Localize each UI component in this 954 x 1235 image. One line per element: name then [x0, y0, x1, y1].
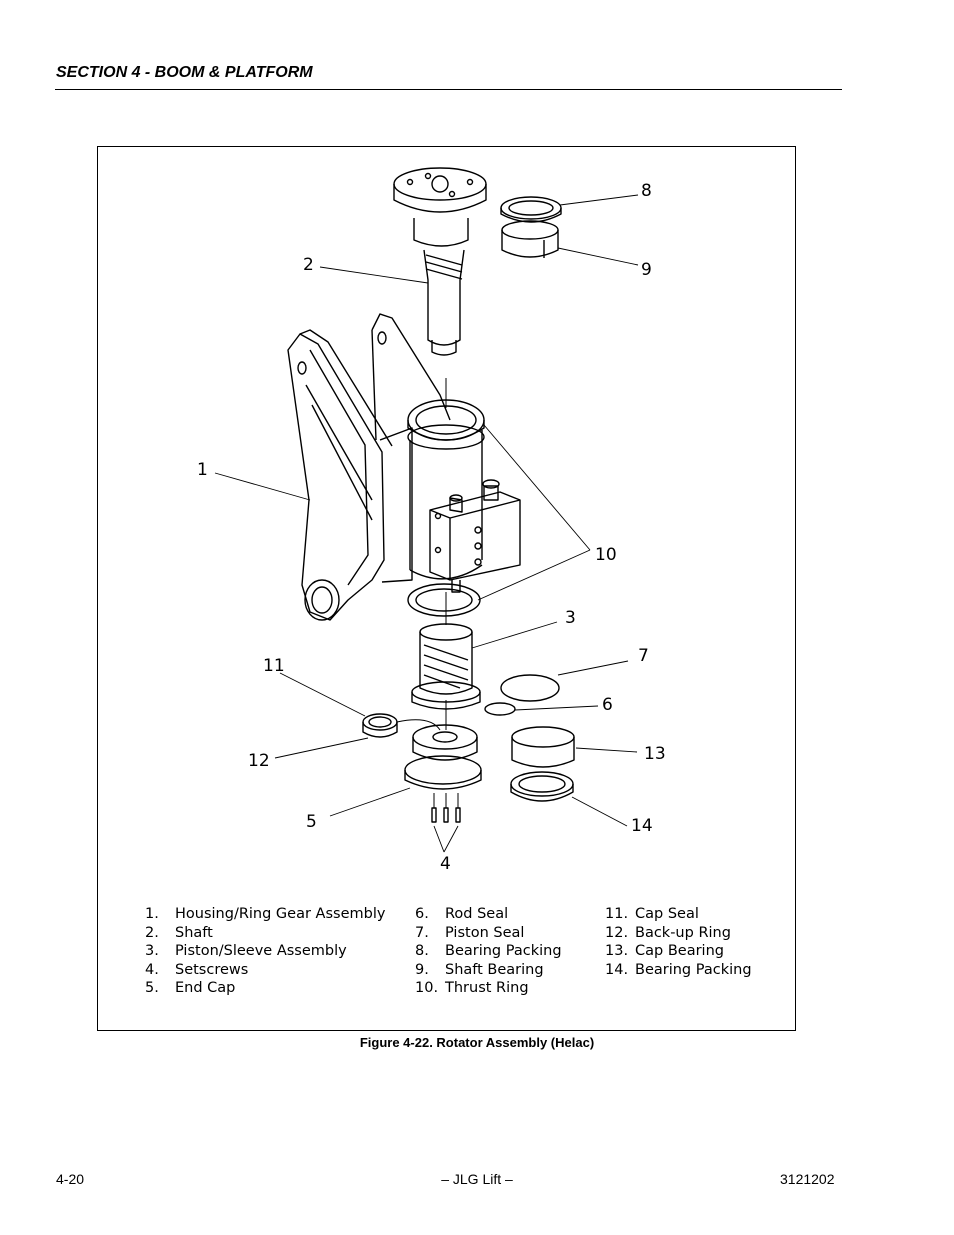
end-cap: [404, 724, 482, 790]
legend-item: 5.End Cap: [145, 980, 236, 997]
legend-item: 14.Bearing Packing: [605, 961, 752, 978]
legend-item: 4.Setscrews: [145, 961, 249, 978]
piston-sleeve: [411, 623, 481, 710]
shaft-bearing: [501, 220, 559, 258]
callout-9: 9: [641, 260, 652, 280]
legend-item: 12.Back-up Ring: [605, 924, 731, 941]
callout-14: 14: [631, 816, 653, 836]
header-rule: [55, 89, 842, 90]
legend-item: 7.Piston Seal: [415, 924, 525, 941]
thrust-ring-lower: [407, 583, 481, 617]
callout-6: 6: [602, 695, 613, 715]
callout-11: 11: [263, 656, 285, 676]
callout-1: 1: [197, 460, 208, 480]
setscrews: [431, 807, 461, 823]
legend-column-2: 6.Rod Seal 7.Piston Seal 8.Bearing Packi…: [415, 905, 562, 998]
legend-item: 6.Rod Seal: [415, 906, 509, 922]
shaft: [393, 167, 487, 356]
legend-item: 8.Bearing Packing: [415, 943, 562, 960]
section-title: SECTION 4 - BOOM & PLATFORM: [56, 64, 313, 81]
cap-bearing: [511, 726, 575, 768]
page-number: 4-20: [56, 1171, 85, 1187]
callout-2: 2: [303, 255, 314, 275]
legend-item: 11.Cap Seal: [605, 906, 699, 922]
footer-center-text: – JLG Lift –: [441, 1171, 513, 1187]
callout-7: 7: [638, 646, 649, 666]
legend-item: 3.Piston/Sleeve Assembly: [145, 943, 347, 960]
piston-seal: [500, 674, 560, 702]
figure-caption: Figure 4-22. Rotator Assembly (Helac): [359, 1035, 595, 1050]
cap-seal: [362, 713, 398, 738]
legend-column-1: 1.Housing/Ring Gear Assembly 2.Shaft 3.P…: [145, 905, 385, 998]
leader-lines: [214, 194, 639, 853]
legend-item: 13.Cap Bearing: [605, 943, 724, 960]
housing-cylinder: [407, 424, 485, 580]
callout-3: 3: [565, 608, 576, 628]
callout-4: 4: [440, 854, 451, 874]
document-number: 3121202: [780, 1171, 835, 1187]
callout-8: 8: [641, 181, 652, 201]
legend-item: 10.Thrust Ring: [415, 980, 529, 997]
callout-5: 5: [306, 812, 317, 832]
axis-lines: [396, 378, 459, 808]
valve-block: [429, 479, 521, 593]
figure-frame: [97, 146, 796, 1031]
legend-item: 2.Shaft: [145, 924, 213, 941]
rod-seal: [484, 702, 516, 716]
legend-column-3: 11.Cap Seal 12.Back-up Ring 13.Cap Beari…: [605, 905, 752, 979]
bearing-packing-bottom: [510, 771, 574, 802]
housing-bracket: [287, 313, 451, 621]
legend-item: 1.Housing/Ring Gear Assembly: [145, 906, 386, 922]
bearing-packing-top: [500, 196, 562, 223]
callout-12: 12: [248, 751, 270, 771]
callout-13: 13: [644, 744, 666, 764]
legend-item: 9.Shaft Bearing: [415, 961, 544, 978]
callout-10: 10: [595, 545, 617, 565]
